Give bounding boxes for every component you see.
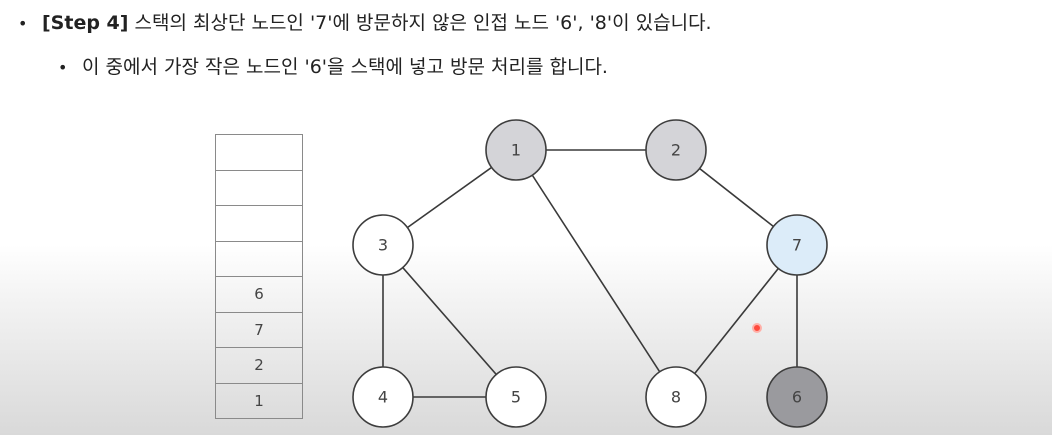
edge-3-5 xyxy=(382,244,517,398)
node-label: 3 xyxy=(378,236,388,255)
instruction-line-2: • 이 중에서 가장 작은 노드인 '6'을 스택에 넣고 방문 처리를 합니다. xyxy=(58,55,608,80)
node-5: 5 xyxy=(485,366,547,428)
node-label: 2 xyxy=(671,141,681,160)
node-label: 1 xyxy=(511,141,521,160)
stack-cell xyxy=(216,169,302,206)
graph-edges xyxy=(382,149,798,398)
stack-cell: 1 xyxy=(216,382,302,419)
stack: 6 7 2 1 xyxy=(215,134,303,419)
node-circle xyxy=(645,119,707,181)
node-8: 8 xyxy=(645,366,707,428)
node-2: 2 xyxy=(645,119,707,181)
node-label: 4 xyxy=(378,388,388,407)
node-circle xyxy=(485,366,547,428)
node-label: 8 xyxy=(671,388,681,407)
node-circle xyxy=(485,119,547,181)
node-6: 6 xyxy=(766,366,828,428)
stack-cell: 2 xyxy=(216,347,302,383)
node-circle xyxy=(766,366,828,428)
edge-1-8 xyxy=(515,149,677,398)
node-label: 5 xyxy=(511,388,521,407)
step-detail: 이 중에서 가장 작은 노드인 '6'을 스택에 넣고 방문 처리를 합니다. xyxy=(82,56,608,78)
stack-cell: 7 xyxy=(216,311,302,348)
instruction-line-1: • [Step 4] 스택의 최상단 노드인 '7'에 방문하지 않은 인접 노드… xyxy=(18,11,712,36)
bullet: • xyxy=(58,58,68,77)
node-label: 6 xyxy=(792,388,802,407)
edge-7-8 xyxy=(675,244,798,398)
bullet: • xyxy=(18,14,28,33)
graph-nodes: 1 2 3 4 5 6 7 8 xyxy=(352,119,828,428)
node-1: 1 xyxy=(485,119,547,181)
node-circle xyxy=(645,366,707,428)
node-7: 7 xyxy=(766,214,828,276)
step-description: 스택의 최상단 노드인 '7'에 방문하지 않은 인접 노드 '6', '8'이… xyxy=(128,12,712,34)
node-3: 3 xyxy=(352,214,414,276)
node-label: 7 xyxy=(792,236,802,255)
stack-cell: 6 xyxy=(216,276,302,312)
cursor-pointer-icon xyxy=(752,323,762,333)
stack-cell xyxy=(216,134,302,170)
node-circle xyxy=(352,366,414,428)
node-4: 4 xyxy=(352,366,414,428)
step-tag: [Step 4] xyxy=(42,12,129,34)
node-circle xyxy=(352,214,414,276)
stack-cell xyxy=(216,205,302,241)
stack-cell xyxy=(216,240,302,277)
node-circle xyxy=(766,214,828,276)
